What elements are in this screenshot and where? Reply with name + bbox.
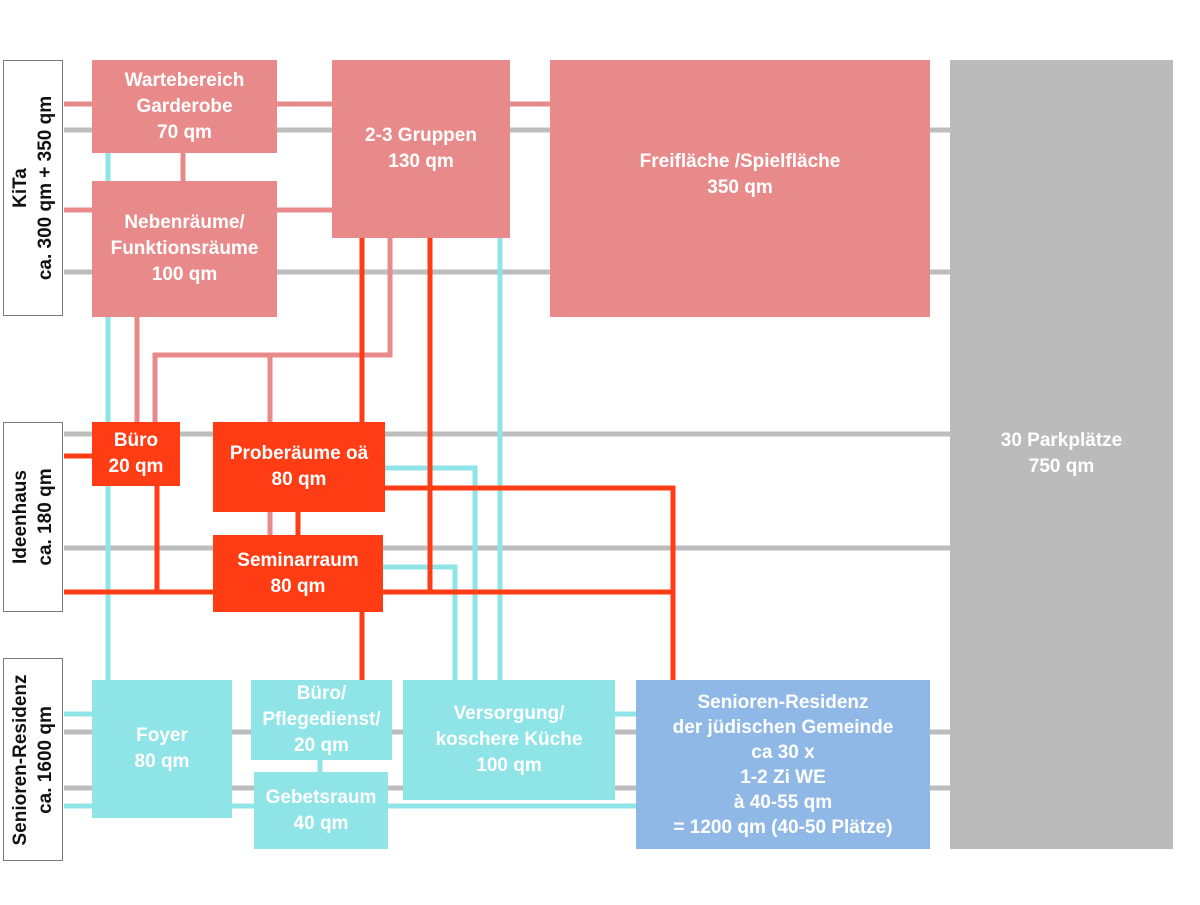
zone-senioren-area: ca. 1600 qm [35, 705, 56, 814]
zone-kita-area: ca. 300 qm + 350 qm [35, 95, 56, 281]
room-gruppen: 2-3 Gruppen 130 qm [332, 60, 510, 238]
zone-label-kita: KiTa ca. 300 qm + 350 qm [3, 60, 63, 316]
room-versorgung: Versorgung/ koschere Küche 100 qm [403, 680, 615, 800]
room-wartebereich: Wartebereich Garderobe 70 qm [92, 60, 277, 153]
room-buero-pflegedienst: Büro/ Pflegedienst/ 20 qm [251, 680, 392, 760]
zone-kita-title: KiTa [10, 168, 31, 208]
room-senioren-residenz: Senioren-Residenz der jüdischen Gemeinde… [636, 680, 930, 849]
zone-ideenhaus-area: ca. 180 qm [35, 468, 56, 566]
room-gebetsraum: Gebetsraum 40 qm [254, 772, 388, 849]
room-proberaeume: Proberäume oä 80 qm [213, 422, 385, 512]
room-buero-ideenhaus: Büro 20 qm [92, 422, 180, 486]
zone-senioren-title: Senioren-Residenz [10, 673, 31, 846]
zone-label-senioren: Senioren-Residenz ca. 1600 qm [3, 658, 63, 861]
room-freiflaeche: Freifläche /Spielfläche 350 qm [550, 60, 930, 317]
room-nebenraeume: Nebenräume/ Funktionsräume 100 qm [92, 181, 277, 317]
zone-ideenhaus-title: Ideenhaus [10, 470, 31, 564]
zone-label-ideenhaus: Ideenhaus ca. 180 qm [3, 422, 63, 612]
room-foyer: Foyer 80 qm [92, 680, 232, 818]
parking-area: 30 Parkplätze 750 qm [950, 60, 1173, 849]
room-seminarraum: Seminarraum 80 qm [213, 535, 383, 612]
